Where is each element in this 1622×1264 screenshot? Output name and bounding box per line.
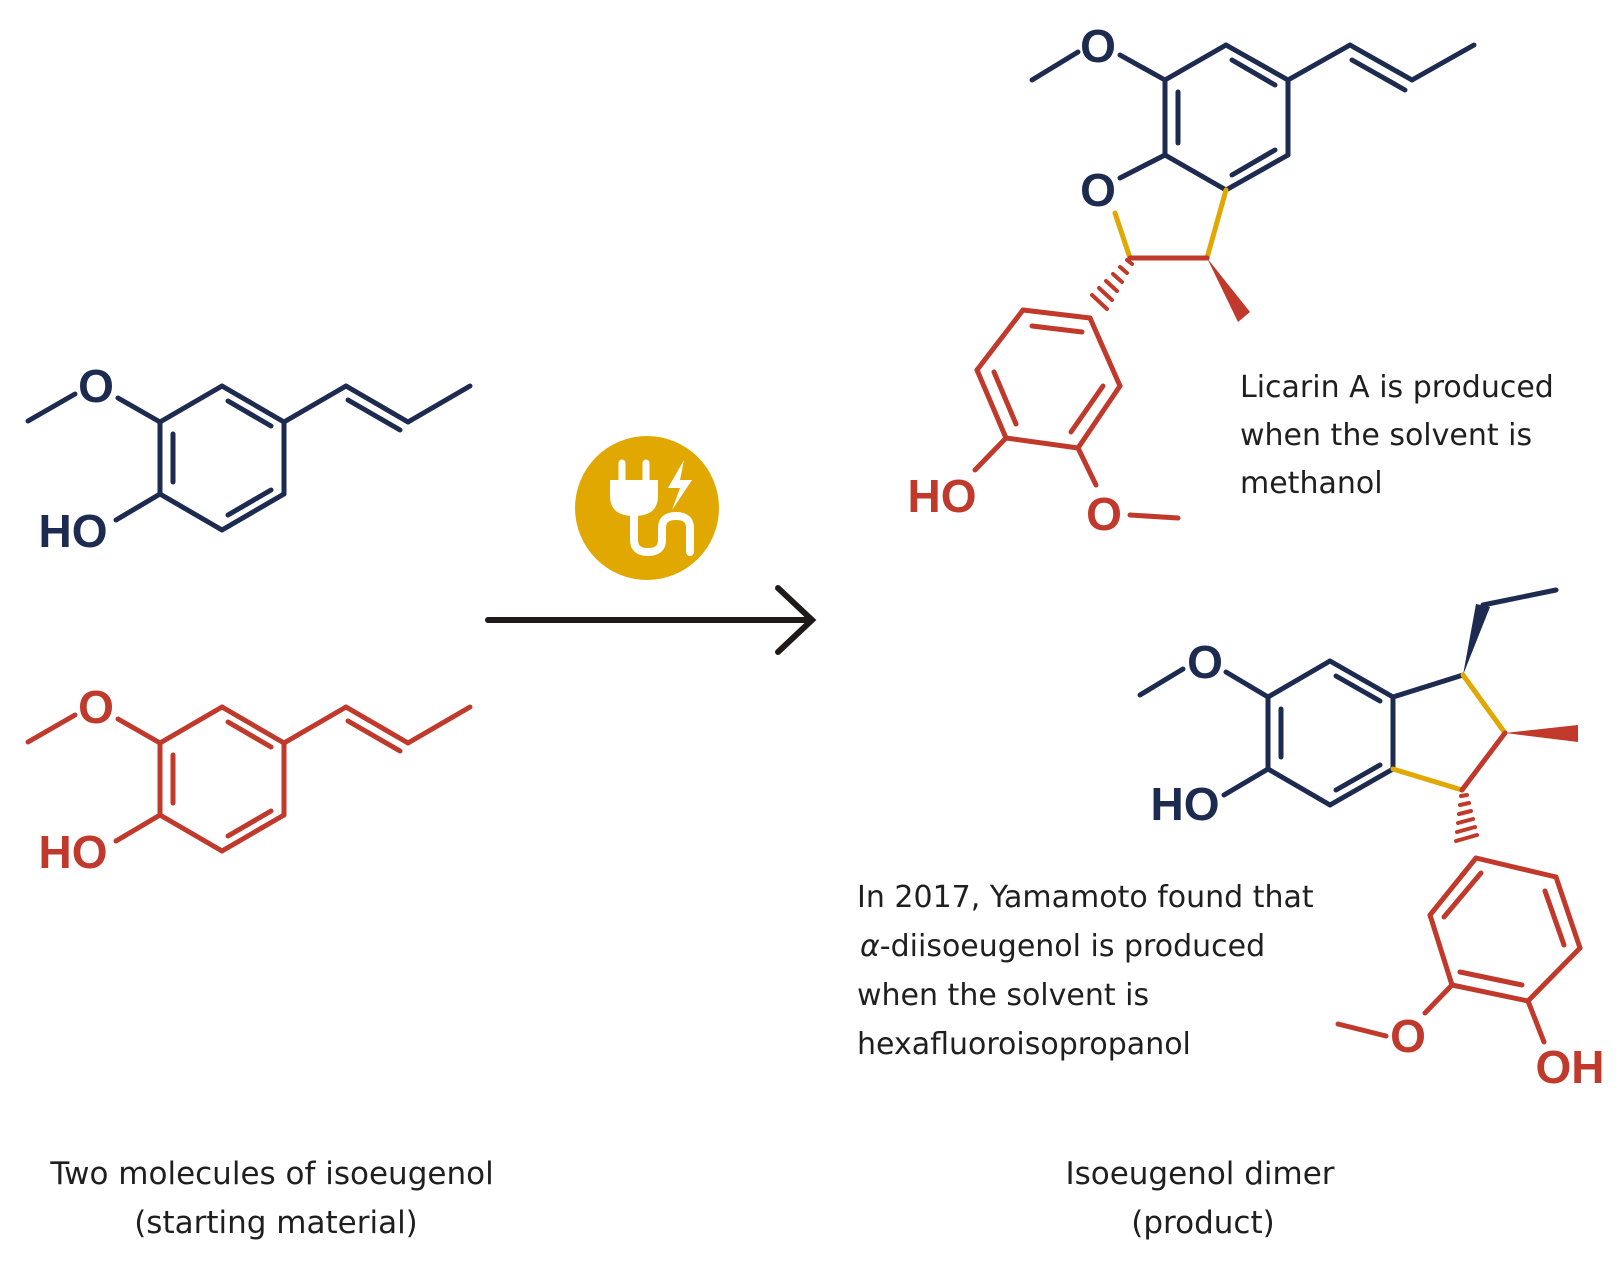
hydroxyl-label: HO (39, 826, 108, 878)
diisoeugenol-note-line-4: hexafluoroisopropanol (857, 1027, 1191, 1062)
hydroxyl-label: HO (1151, 778, 1220, 830)
diisoeugenol-note-line-2: α-diisoeugenol is produced (860, 929, 1265, 964)
left-caption-line-2: (starting material) (134, 1205, 418, 1241)
diisoeugenol-note-line-2-text: -diisoeugenol is produced (880, 929, 1265, 964)
methoxy-oxygen-label: O (1187, 636, 1223, 688)
hydroxyl-label: OH (1536, 1041, 1605, 1093)
reaction-arrow (485, 585, 817, 655)
methoxy-oxygen-label: O (1080, 20, 1116, 72)
methoxy-oxygen-label: O (1086, 488, 1122, 540)
hydroxyl-label: HO (908, 470, 977, 522)
methoxy-oxygen-label: O (1390, 1010, 1426, 1062)
isoeugenol-molecule-top: O HO (25, 360, 473, 557)
licarin-note-line-2: when the solvent is (1240, 418, 1532, 453)
hydroxyl-label: HO (39, 505, 108, 557)
alpha-symbol: α (860, 929, 880, 964)
electric-plug-icon (575, 436, 719, 580)
diisoeugenol-note-line-3: when the solvent is (857, 978, 1149, 1013)
diisoeugenol-note-line-1: In 2017, Yamamoto found that (857, 880, 1314, 915)
right-caption-line-1: Isoeugenol dimer (1065, 1156, 1334, 1192)
isoeugenol-molecule-bottom: O HO (25, 681, 473, 878)
left-caption-line-1: Two molecules of isoeugenol (49, 1156, 493, 1192)
methoxy-oxygen-label: O (78, 681, 114, 733)
diisoeugenol-molecule: O HO O OH (1137, 587, 1605, 1093)
licarin-note-line-3: methanol (1240, 466, 1383, 501)
methoxy-oxygen-label: O (78, 360, 114, 412)
ring-oxygen-label: O (1080, 164, 1116, 216)
licarin-a-molecule: O O HO O (908, 20, 1477, 540)
right-caption-line-2: (product) (1131, 1205, 1274, 1241)
licarin-note-line-1: Licarin A is produced (1240, 370, 1554, 405)
